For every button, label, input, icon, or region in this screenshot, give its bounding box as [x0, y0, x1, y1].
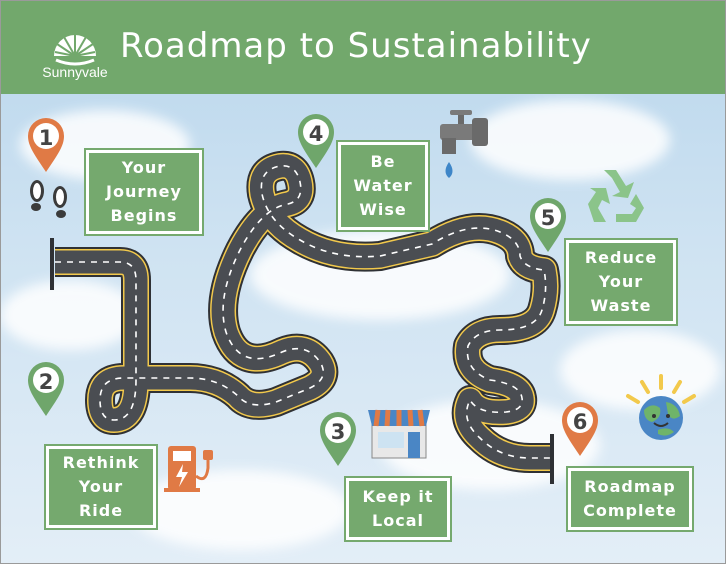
header-banner: Sunnyvale Roadmap to Sustainability: [0, 0, 726, 94]
step-4-pin-icon: [298, 114, 334, 168]
step-3-label-box: Keep it Local: [346, 478, 450, 540]
cloud: [130, 470, 350, 550]
step-2-number: 2: [38, 370, 54, 394]
start-line: [50, 238, 54, 290]
step-4-number: 4: [308, 122, 324, 146]
ev-charger-icon: [164, 446, 213, 492]
cloud: [470, 100, 670, 180]
footprints-icon: [30, 180, 67, 218]
step-5-number: 5: [540, 206, 556, 230]
step-4-label-box: Be Water Wise: [338, 142, 428, 230]
step-1-number: 1: [38, 126, 54, 150]
finish-line: [550, 434, 554, 484]
step-1-pin-icon: [28, 118, 64, 172]
step-2-label-box: Rethink Your Ride: [46, 446, 156, 528]
page-title: Roadmap to Sustainability: [120, 26, 592, 66]
recycle-icon: [588, 170, 644, 222]
step-2-pin-icon: [28, 362, 64, 416]
step-3-number: 3: [330, 420, 346, 444]
step-3-pin-icon: [320, 412, 356, 466]
smiling-earth-icon: [626, 374, 696, 440]
step-6-label-box: Roadmap Complete: [568, 468, 692, 530]
step-5-label-box: Reduce Your Waste: [566, 240, 676, 324]
cloud: [0, 280, 140, 350]
step-5-pin-icon: [530, 198, 566, 252]
storefront-icon: [368, 409, 430, 459]
brand-name: Sunnyvale: [42, 64, 108, 80]
faucet-icon: [440, 110, 488, 178]
step-6-pin-icon: [562, 402, 598, 456]
sunnyvale-sun-logo-icon: [54, 34, 96, 66]
step-1-label-box: Your Journey Begins: [86, 150, 202, 234]
step-6-number: 6: [572, 410, 588, 434]
